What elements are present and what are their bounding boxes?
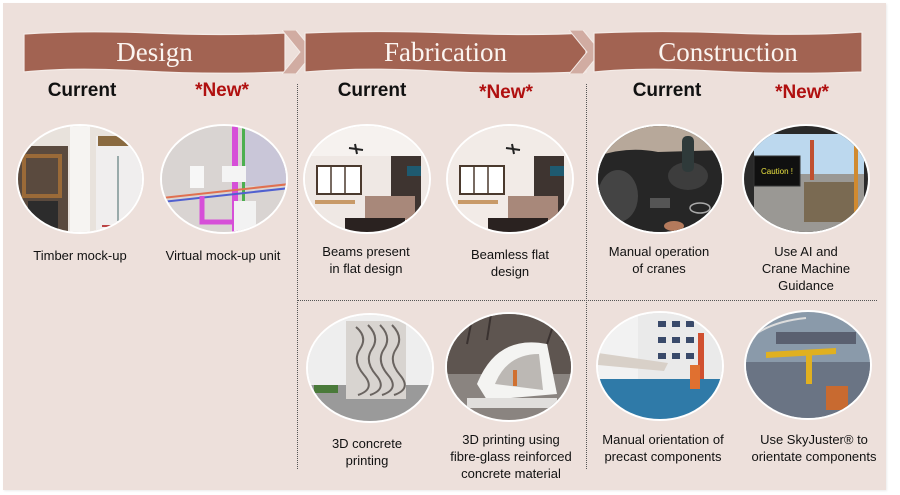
stage-title: Fabrication xyxy=(384,37,507,67)
design-new-header: *New* xyxy=(195,80,249,101)
construction-current-caption: Manual operation of cranes xyxy=(585,243,733,277)
caption-line: fibre-glass reinforced xyxy=(450,449,572,464)
divider-fabrication-construction xyxy=(586,84,587,469)
crane-ai-guidance-image: Caution ! xyxy=(742,124,870,234)
skyjuster-image xyxy=(744,310,872,420)
caption-line: Use SkyJuster® to xyxy=(760,432,868,447)
timber-mockup-image xyxy=(16,124,144,234)
banner-shape xyxy=(304,30,587,74)
design-new-caption: Virtual mock-up unit xyxy=(165,248,281,263)
stage-banner-fabrication: Fabrication xyxy=(303,30,588,74)
caption-line: concrete material xyxy=(461,466,561,481)
stage-banner-design: Design xyxy=(22,30,287,74)
construction-new-header: *New* xyxy=(775,82,829,103)
stage-title: Design xyxy=(116,37,193,67)
precast-manual-image xyxy=(596,311,724,421)
3d-printed-shelter-image xyxy=(445,312,573,422)
caption-line: precast components xyxy=(604,449,722,464)
construction-current-header: Current xyxy=(632,80,702,101)
caption-line: 3D concrete xyxy=(331,436,403,451)
construction-new-caption: Use AI and Crane Machine Guidance xyxy=(732,243,880,294)
virtual-mockup-image xyxy=(160,124,288,234)
caption-line: of cranes xyxy=(632,261,686,276)
design-current-caption: Timber mock-up xyxy=(33,248,127,263)
caption-line: Beams present xyxy=(322,244,410,259)
caption-line: Manual operation xyxy=(608,244,710,259)
caption-line: design xyxy=(490,264,530,279)
crane-joystick-image xyxy=(596,124,724,234)
3d-concrete-printing-image xyxy=(306,313,434,423)
fabrication-current-header: Current xyxy=(337,80,407,101)
divider-rows xyxy=(297,300,877,301)
caption-line: orientate components xyxy=(751,449,877,464)
caption-line: Use AI and xyxy=(774,244,838,259)
caption-line: printing xyxy=(345,453,389,468)
beams-flat-image xyxy=(303,124,431,234)
fabrication-current-2-caption: 3D concrete printing xyxy=(293,435,441,469)
stage-title: Construction xyxy=(658,37,798,67)
caption-line: Beamless flat xyxy=(470,247,550,262)
diagram-panel xyxy=(3,3,886,490)
caution-text: Caution ! xyxy=(761,167,793,176)
caption-line: Manual orientation of xyxy=(602,432,724,447)
caption-line: 3D printing using xyxy=(462,432,560,447)
banner-shape xyxy=(593,30,863,74)
divider-design-fabrication xyxy=(297,84,298,469)
beamless-flat-image xyxy=(446,124,574,234)
fabrication-new-caption: Beamless flat design xyxy=(436,246,584,280)
construction-new-2-caption: Use SkyJuster® to orientate components xyxy=(739,431,889,465)
fabrication-new-header: *New* xyxy=(479,82,533,103)
stage-banner-construction: Construction xyxy=(592,30,864,74)
caption-line: in flat design xyxy=(329,261,403,276)
fabrication-current-caption: Beams present in flat design xyxy=(292,243,440,277)
banner-shape xyxy=(23,31,286,74)
fabrication-new-2-caption: 3D printing using fibre-glass reinforced… xyxy=(437,431,585,482)
caption-line: Crane Machine xyxy=(761,261,851,276)
caption-line: Guidance xyxy=(778,278,834,293)
design-current-header: Current xyxy=(47,80,117,101)
construction-current-2-caption: Manual orientation of precast components xyxy=(584,431,742,465)
